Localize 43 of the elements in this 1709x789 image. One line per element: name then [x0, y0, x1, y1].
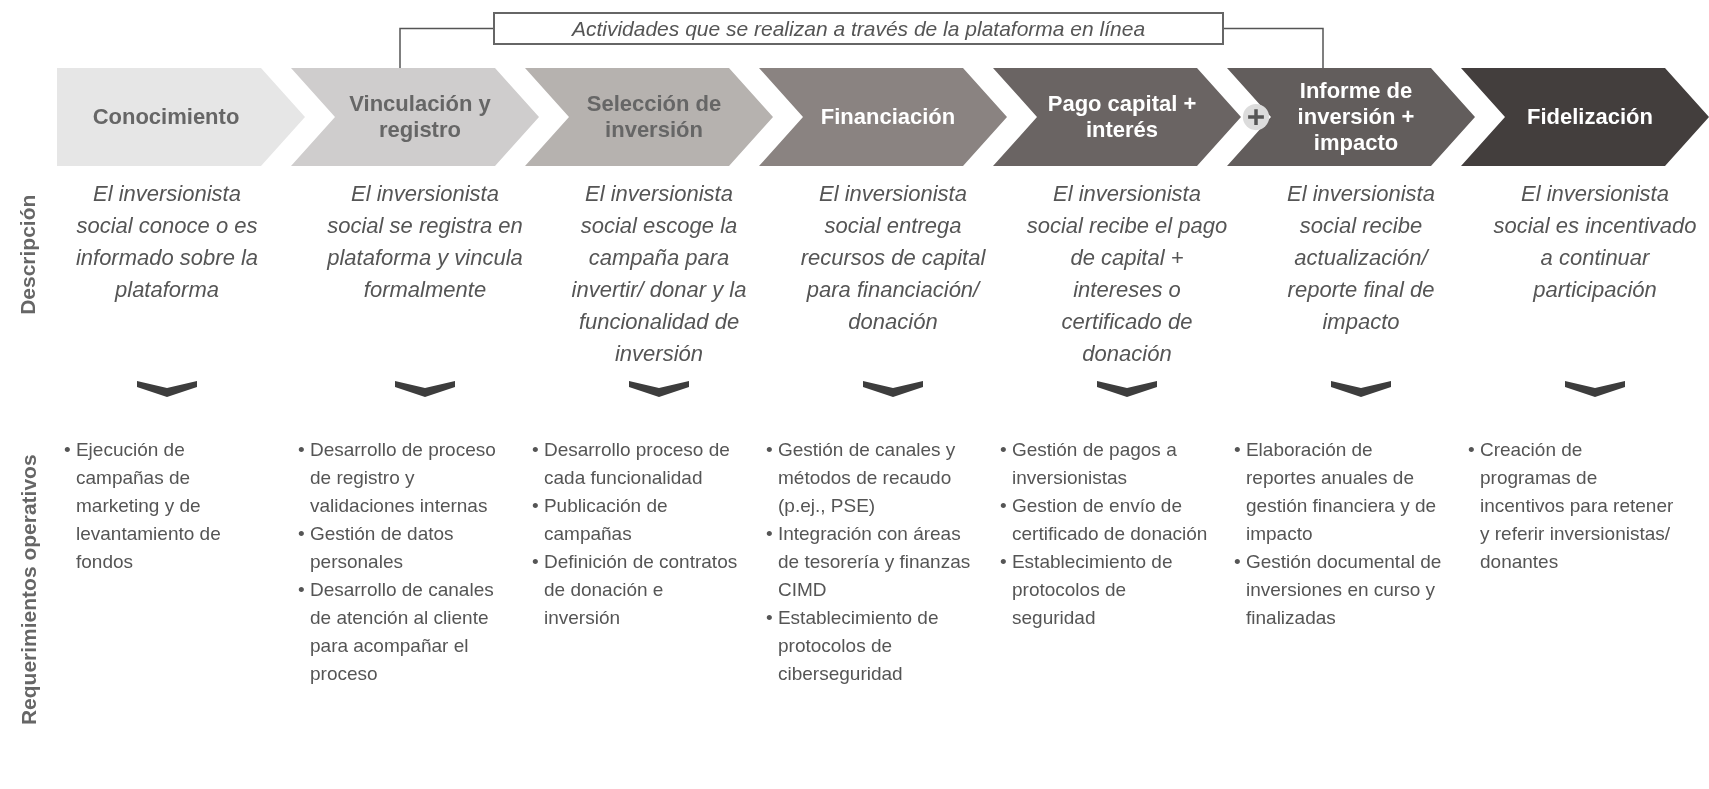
requirement-item: • Gestion de envío de certificado de donación [1000, 494, 1209, 546]
requirement-item: • Ejecución de campañas de marketing y de levantamiento de fondos [64, 438, 222, 574]
requirement-item: • Integración con áreas de tesorería y finanzas CIMD [766, 522, 972, 602]
step-description: El inversionista social se registra en plataforma y vincula formalmente [325, 180, 524, 304]
requirement-item: • Gestión de canales y métodos de recaudo (p.ej., PSE) [766, 438, 957, 518]
chevron-step [1461, 68, 1709, 166]
step-title: Pago capital + interés [1046, 91, 1198, 143]
requirement-item: • Gestión documental de inversiones en curso y finalizadas [1234, 550, 1443, 630]
row-header: Descripción [15, 194, 41, 316]
requirement-item: • Creación de programas de incentivos para retener y referir inversionistas/ donantes [1468, 438, 1675, 574]
requirement-item: • Desarrollo de canales de atención al cliente para acompañar el proceso [298, 578, 495, 686]
chevron-step [57, 68, 305, 166]
step-title: Selección de inversión [585, 91, 723, 143]
requirement-item: • Gestión de datos personales [298, 522, 455, 574]
step-title: Vinculación y registro [348, 91, 492, 143]
bracket-line [399, 27, 494, 69]
step-title: Fidelización [1527, 104, 1653, 130]
step-description: El inversionista social escoge la campaña para invertir/ donar y la funcionalidad de inversión [570, 180, 748, 368]
step-title: Informe de inversión + impacto [1296, 78, 1416, 156]
row-header: Requerimientos operativos [15, 454, 41, 726]
requirement-item: • Desarrollo proceso de cada funcionalidad [532, 438, 731, 490]
chevron-step [759, 68, 1007, 166]
requirement-item: • Definición de contratos de donación e inversión [532, 550, 739, 630]
step-title: Financiación [820, 104, 956, 130]
step-title: Conocimiento [92, 104, 240, 130]
requirement-item: • Establecimiento de protocolos de seguridad [1000, 550, 1174, 630]
step-description: El inversionista social recibe el pago de capital + intereses o certificado de donación [1025, 180, 1229, 368]
requirement-item: • Elaboración de reportes anuales de gestión financiera y de impacto [1234, 438, 1438, 546]
note-text: Actividades que se realizan a través de la plataforma en línea [571, 15, 1146, 42]
step-description: El inversionista social recibe actualización/ reporte final de impacto [1286, 180, 1436, 336]
chevron-step [525, 68, 773, 166]
bracket-line [1223, 27, 1324, 69]
step-description: El inversionista social entrega recursos de capital para financiación/ donación [799, 180, 987, 336]
requirement-item: • Gestión de pagos a inversionistas [1000, 438, 1178, 490]
requirement-item: • Publicación de campañas [532, 494, 669, 546]
step-description: El inversionista social conoce o es informado sobre la plataforma [74, 180, 260, 304]
chevron-step [1227, 68, 1475, 166]
chevron-step [993, 68, 1241, 166]
requirement-item: • Desarrollo de proceso de registro y validaciones internas [298, 438, 497, 518]
note-box [493, 12, 1224, 45]
step-description: El inversionista social es incentivado a continuar participación [1493, 180, 1697, 304]
chevron-step [291, 68, 539, 166]
requirement-item: • Establecimiento de protocolos de ciberseguridad [766, 606, 940, 686]
